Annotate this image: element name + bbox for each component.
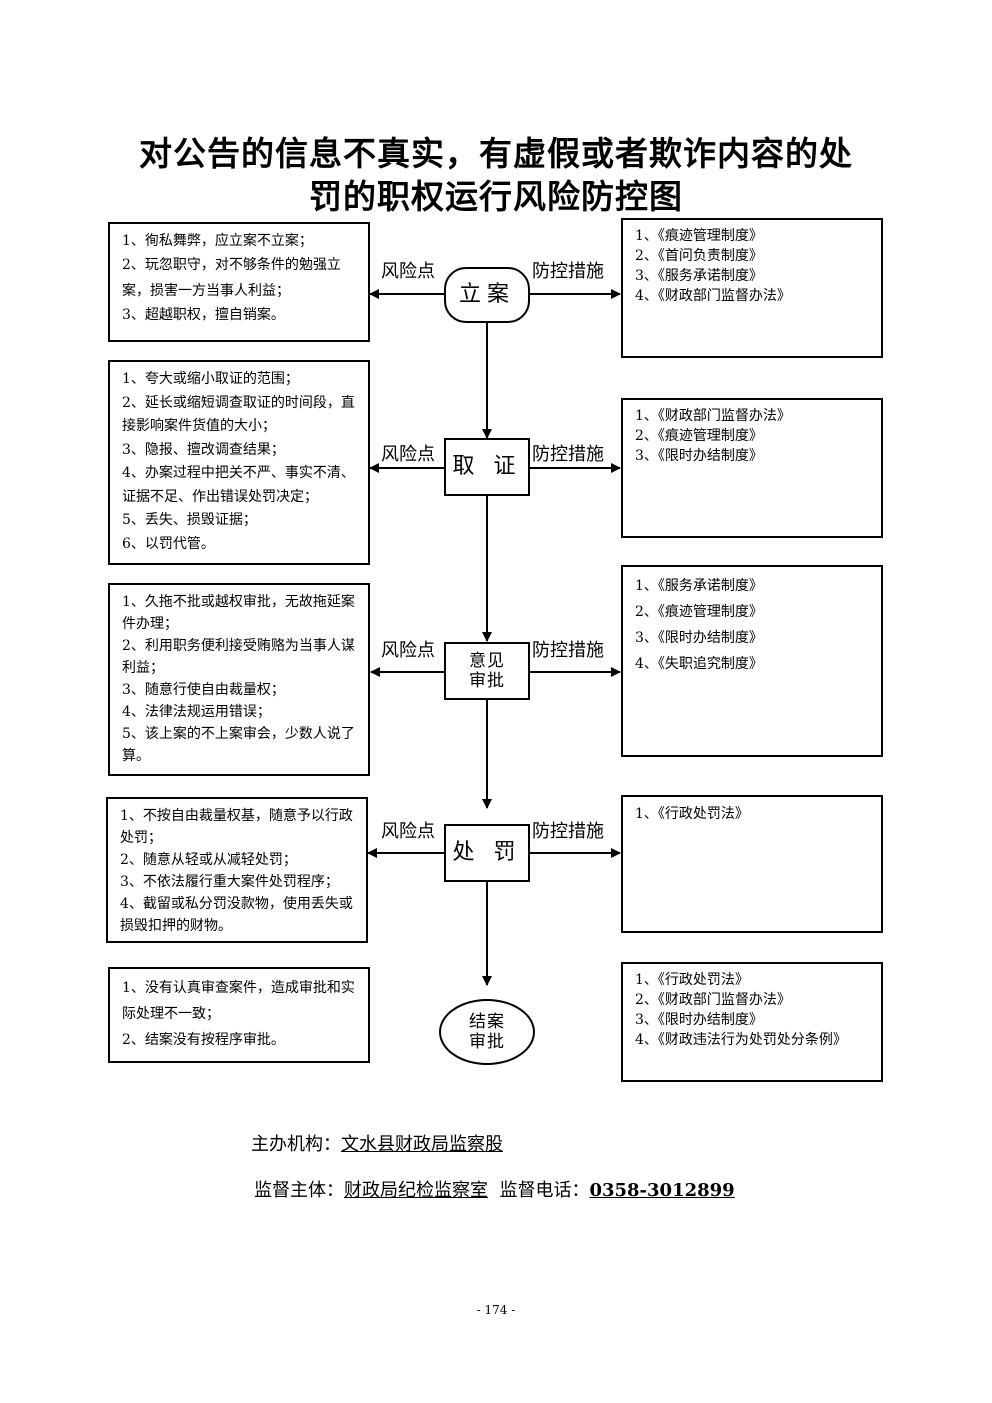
risk-item: 2、利用职务便利接受贿赂为当事人谋利益； [122, 638, 355, 676]
risk-item: 1、徇私舞弊，应立案不立案； [122, 233, 313, 249]
measures-box-2: 1、《财政部门监督办法》 2、《痕迹管理制度》 3、《限时办结制度》 [621, 398, 883, 538]
measure-item: 4、《失职追究制度》 [635, 656, 763, 672]
organizer-label: 主办机构： [251, 1134, 341, 1155]
page-number: - 174 - [476, 1303, 516, 1317]
measure-item: 2、《痕迹管理制度》 [635, 604, 763, 620]
measure-item: 2、《痕迹管理制度》 [635, 428, 763, 444]
measures-box-5: 1、《行政处罚法》 2、《财政部门监督办法》 3、《限时办结制度》 4、《财政违… [621, 962, 883, 1082]
risk-label-3: 风险点 [381, 640, 435, 661]
step-name-line-1: 结案 [469, 1012, 505, 1032]
step-node-filing: 立案 [444, 267, 530, 323]
risk-item: 2、玩忽职守，对不够条件的勉强立案，损害一方当事人利益； [122, 257, 341, 299]
page-title-line-1: 对公告的信息不真实，有虚假或者欺诈内容的处 [139, 134, 853, 173]
measures-label-3: 防控措施 [532, 640, 604, 661]
supervisor-label: 监督主体： [254, 1180, 344, 1201]
supervisor-line: 监督主体：财政局纪检监察室 监督电话：0358-3012899 [254, 1179, 735, 1203]
measures-label-2: 防控措施 [532, 444, 604, 465]
step-name-line-2: 审批 [469, 671, 505, 691]
risk-item: 5、该上案的不上案审会，少数人说了算。 [122, 726, 355, 764]
risk-item: 3、隐报、擅改调查结果； [122, 441, 285, 458]
measure-item: 3、《限时办结制度》 [635, 1012, 763, 1028]
measure-item: 3、《限时办结制度》 [635, 448, 763, 464]
risk-item: 2、随意从轻或从减轻处罚； [120, 852, 297, 868]
step-name: 取 证 [452, 454, 522, 479]
risk-item: 4、截留或私分罚没款物，使用丢失或损毁扣押的财物。 [120, 896, 353, 934]
risk-item: 1、夸大或缩小取证的范围； [122, 371, 299, 387]
step-node-evidence: 取 证 [444, 438, 530, 496]
risk-box-2: 1、夸大或缩小取证的范围； 2、延长或缩短调查取证的时间段，直接影响案件货值的大… [108, 360, 370, 565]
risk-item: 6、以罚代管。 [122, 535, 215, 552]
measures-label-4: 防控措施 [532, 821, 604, 842]
step-node-penalty: 处 罚 [444, 824, 530, 882]
measure-item: 1、《财政部门监督办法》 [635, 408, 791, 424]
page-title-line-2: 罚的职权运行风险防控图 [309, 177, 683, 216]
risk-item: 5、丢失、损毁证据； [122, 512, 257, 528]
risk-item: 2、延长或缩短调查取证的时间段，直接影响案件货值的大小； [122, 394, 355, 435]
measure-item: 2、《首问负责制度》 [635, 248, 763, 264]
measure-item: 4、《财政违法行为处罚处分条例》 [635, 1032, 847, 1048]
risk-box-3: 1、久拖不批或越权审批，无故拖延案件办理； 2、利用职务便利接受贿赂为当事人谋利… [108, 583, 370, 776]
measure-item: 1、《行政处罚法》 [635, 972, 749, 988]
measures-box-4: 1、《行政处罚法》 [621, 795, 883, 933]
phone-label: 监督电话： [499, 1180, 590, 1201]
step-name: 立案 [458, 282, 515, 307]
risk-item: 1、不按自由裁量权基，随意予以行政处罚； [120, 808, 353, 846]
measure-item: 3、《限时办结制度》 [635, 630, 763, 646]
measures-box-3: 1、《服务承诺制度》 2、《痕迹管理制度》 3、《限时办结制度》 4、《失职追究… [621, 565, 883, 757]
step-node-closing: 结案 审批 [439, 999, 535, 1065]
risk-label-4: 风险点 [381, 821, 435, 842]
risk-item: 1、久拖不批或越权审批，无故拖延案件办理； [122, 594, 355, 632]
supervisor-name: 财政局纪检监察室 [344, 1180, 488, 1201]
measure-item: 4、《财政部门监督办法》 [635, 288, 791, 304]
step-name-line-1: 意见 [469, 651, 505, 671]
measures-label-1: 防控措施 [532, 261, 604, 282]
risk-item: 4、办案过程中把关不严、事实不清、证据不足、作出错误处罚决定； [122, 465, 355, 505]
measures-box-1: 1、《痕迹管理制度》 2、《首问负责制度》 3、《服务承诺制度》 4、《财政部门… [621, 218, 883, 358]
step-name: 处 罚 [452, 840, 522, 865]
risk-box-5: 1、没有认真审查案件，造成审批和实际处理不一致； 2、结案没有按程序审批。 [108, 967, 370, 1063]
risk-item: 3、随意行使自由裁量权； [122, 682, 285, 698]
step-node-review: 意见 审批 [444, 642, 530, 700]
measure-item: 3、《服务承诺制度》 [635, 268, 763, 284]
risk-item: 4、法律法规运用错误； [122, 704, 271, 720]
risk-label-2: 风险点 [381, 444, 435, 465]
measure-item: 1、《痕迹管理制度》 [635, 228, 763, 244]
measure-item: 1、《服务承诺制度》 [635, 578, 763, 594]
step-name-line-2: 审批 [469, 1032, 505, 1052]
phone-number: 0358-3012899 [589, 1180, 735, 1201]
risk-item: 3、超越职权，擅自销案。 [122, 307, 285, 323]
organizer-line: 主办机构：文水县财政局监察股 [251, 1133, 503, 1157]
organizer-name: 文水县财政局监察股 [341, 1134, 503, 1155]
risk-item: 3、不依法履行重大案件处罚程序； [120, 874, 339, 890]
risk-item: 1、没有认真审查案件，造成审批和实际处理不一致； [122, 980, 355, 1022]
risk-item: 2、结案没有按程序审批。 [122, 1032, 285, 1048]
risk-label-1: 风险点 [381, 261, 435, 282]
measure-item: 2、《财政部门监督办法》 [635, 992, 791, 1008]
risk-box-1: 1、徇私舞弊，应立案不立案； 2、玩忽职守，对不够条件的勉强立案，损害一方当事人… [108, 222, 370, 342]
measure-item: 1、《行政处罚法》 [635, 806, 749, 822]
risk-box-4: 1、不按自由裁量权基，随意予以行政处罚； 2、随意从轻或从减轻处罚； 3、不依法… [106, 797, 368, 943]
